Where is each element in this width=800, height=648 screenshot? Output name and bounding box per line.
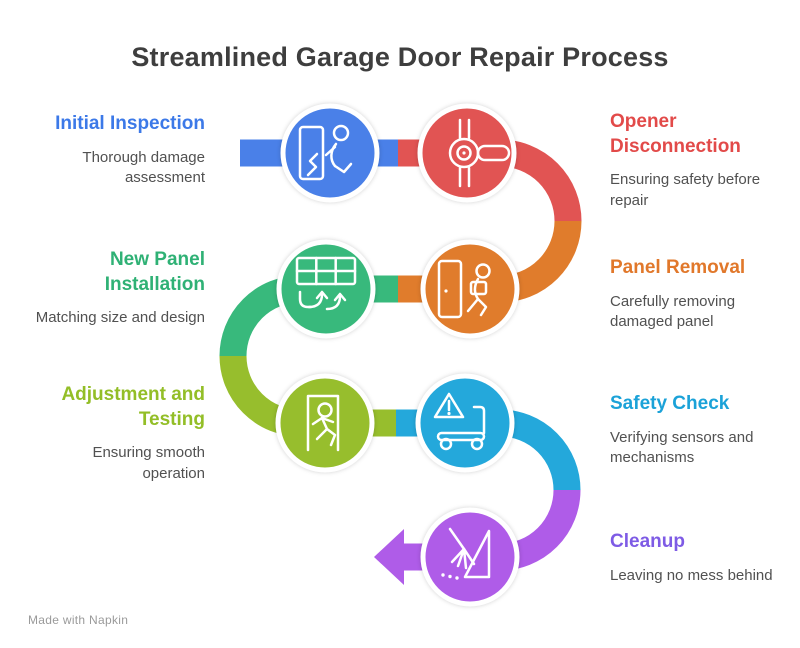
node-adjustment-and-testing (275, 373, 375, 473)
broom-icon (441, 527, 491, 580)
step-description-safety-check: Verifying sensors and mechanisms (610, 428, 754, 466)
step-label-initial-inspection: Initial Inspection Thorough damage asses… (25, 112, 205, 188)
node-panel-removal (420, 239, 520, 339)
safety-warning-icon (433, 392, 486, 451)
step-heading-cleanup: Cleanup (610, 531, 685, 552)
step-label-panel-removal: Panel Removal Carefully removing damaged… (610, 256, 795, 332)
step-label-new-panel-installation: New Panel Installation Matching size and… (10, 248, 205, 329)
step-description-new-panel-installation: Matching size and design (35, 309, 205, 327)
door-testing-icon (306, 394, 340, 452)
step-description-initial-inspection: Thorough damage assessment (82, 148, 205, 186)
step-heading-safety-check: Safety Check (610, 393, 730, 414)
flow-end-arrow (374, 529, 404, 585)
step-heading-initial-inspection: Initial Inspection (55, 113, 205, 134)
step-description-adjustment-and-testing: Ensuring smooth operation (92, 444, 205, 482)
step-heading-opener-disconnection: Opener Disconnection (610, 111, 741, 157)
node-safety-check (415, 373, 515, 473)
flow-path (219, 139, 582, 585)
watermark: Made with Napkin (28, 613, 129, 627)
step-heading-panel-removal: Panel Removal (610, 257, 746, 278)
node-initial-inspection (280, 103, 380, 203)
door-inspection-icon (298, 124, 353, 181)
step-heading-new-panel-installation: New Panel Installation (104, 249, 205, 295)
step-label-adjustment-and-testing: Adjustment and Testing Ensuring smooth o… (25, 383, 205, 484)
step-label-cleanup: Cleanup Leaving no mess behind (610, 530, 800, 586)
page-title: Streamlined Garage Door Repair Process (131, 42, 669, 72)
step-label-safety-check: Safety Check Verifying sensors and mecha… (610, 392, 795, 468)
step-description-opener-disconnection: Ensuring safety before repair (610, 171, 761, 209)
node-opener-disconnection (417, 103, 517, 203)
step-description-cleanup: Leaving no mess behind (610, 566, 773, 584)
node-new-panel-installation (276, 239, 376, 339)
opener-mechanism-icon (448, 118, 511, 188)
panel-carry-icon (437, 259, 491, 319)
step-description-panel-removal: Carefully removing damaged panel (610, 292, 736, 330)
step-heading-adjustment-and-testing: Adjustment and Testing (61, 384, 205, 430)
node-cleanup (420, 507, 520, 607)
step-label-opener-disconnection: Opener Disconnection Ensuring safety bef… (610, 110, 795, 211)
panel-install-icon (295, 256, 357, 311)
